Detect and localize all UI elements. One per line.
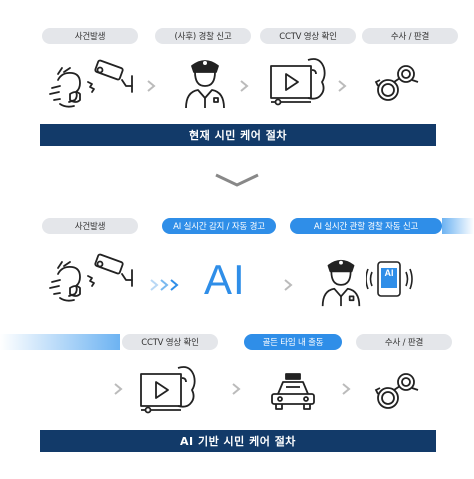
phone-alert-icon (366, 261, 413, 297)
chevron-right-icon (114, 383, 123, 395)
incident-icon (49, 253, 133, 302)
handcuffs-icon (374, 65, 419, 101)
ai-process-banner: AI 기반 시민 케어 절차 (40, 430, 436, 452)
police-car-icon (271, 373, 315, 410)
phone-ai-label: AI (384, 268, 394, 278)
handcuffs-icon (374, 373, 419, 409)
step-label-incident: 사건발생 (42, 28, 138, 44)
step-label-police-report: (사후) 경찰 신고 (155, 28, 251, 44)
police-officer-icon (321, 259, 361, 307)
gradient-bar-right (442, 218, 474, 234)
ai-step-label-auto-report: AI 실시간 관할 경찰 자동 신고 (290, 218, 442, 234)
incident-icon (49, 59, 133, 108)
ai-step-label-golden-time: 골든 타임 내 출동 (244, 334, 342, 350)
video-review-icon (270, 58, 326, 106)
ai-step-label-incident: 사건발생 (42, 218, 138, 234)
video-review-icon (140, 366, 196, 414)
ai-step-label-cctv-check: CCTV 영상 확인 (122, 334, 218, 350)
chevron-down-icon (215, 173, 259, 187)
chevron-right-icon (147, 80, 156, 92)
step-label-investigation: 수사 / 판결 (362, 28, 458, 44)
chevron-right-icon (284, 279, 293, 291)
chevron-right-icon (338, 80, 347, 92)
police-officer-icon (185, 60, 225, 109)
chevron-right-icon (240, 80, 249, 92)
ai-label: AI (204, 256, 246, 303)
ai-step-label-detection: AI 실시간 감지 / 자동 경고 (162, 218, 276, 234)
chevron-right-icon (342, 383, 351, 395)
current-process-banner: 현재 시민 케어 절차 (40, 124, 436, 146)
triple-chevron-icon (150, 279, 179, 291)
chevron-right-icon (232, 383, 241, 395)
step-label-cctv-check: CCTV 영상 확인 (260, 28, 356, 44)
gradient-bar-left (0, 334, 120, 350)
ai-step-label-investigation: 수사 / 판결 (356, 334, 452, 350)
